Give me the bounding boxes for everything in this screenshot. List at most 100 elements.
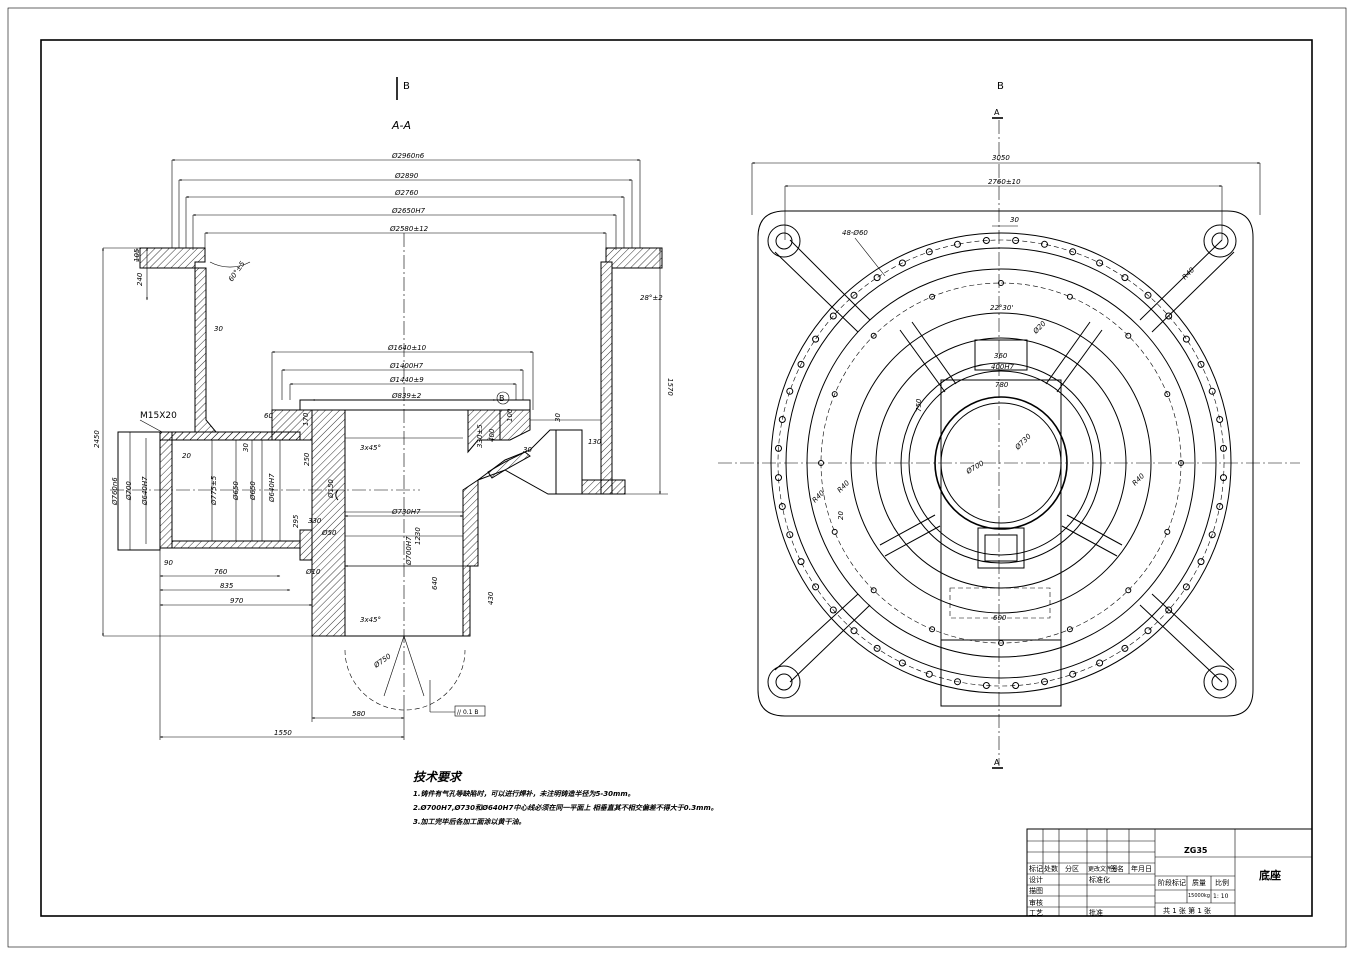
bolt-hole: [1096, 659, 1104, 667]
tb-approve: 批准: [1089, 909, 1103, 917]
tb-process: 工艺: [1029, 909, 1043, 917]
bolt-hole: [1144, 627, 1152, 635]
dim-ang1: 60°±5: [227, 259, 247, 283]
tb-row-label-4: 签名: [1110, 865, 1124, 873]
bolt-hole: [954, 240, 961, 248]
dim-d2650: Ø2650H7: [391, 207, 426, 215]
section-mark-a-bottom: A: [994, 758, 1000, 767]
inner-bolt-hole: [1066, 293, 1073, 300]
section-mark-a-top: A: [994, 108, 1000, 117]
inner-bolt-hole: [1164, 528, 1171, 535]
dim-d2960: Ø2960n6: [391, 152, 425, 160]
dim-w360: 360: [994, 352, 1008, 360]
note-2: 2.Ø700H7,Ø730和Ø640H7中心线必须在同一平面上 相垂直其不相交偏…: [413, 804, 718, 812]
bolt-hole: [898, 659, 906, 667]
dim-d20: Ø20: [1031, 319, 1048, 336]
bolt-hole: [1121, 274, 1129, 282]
tb-design: 设计: [1029, 876, 1043, 884]
dim-h400: 400: [488, 428, 496, 442]
bolt-hole: [778, 416, 786, 423]
dim-w780: 780: [995, 381, 1009, 389]
bolt-hole: [1165, 312, 1173, 320]
dim-d1640: Ø1640±10: [387, 344, 427, 352]
inner-bolt-hole: [1125, 332, 1132, 339]
inner-border: [40, 39, 1313, 917]
section-label: A-A: [391, 119, 411, 132]
bolt-hole: [982, 237, 990, 244]
tb-part-name: 底座: [1259, 869, 1281, 882]
dim-h295: 295: [292, 514, 300, 528]
bolt-hole: [1216, 503, 1224, 510]
dim-r40b: R40: [836, 479, 852, 495]
tb-mass-value: 15000kg: [1188, 893, 1210, 899]
inner-bolt-hole: [998, 640, 1004, 646]
dim-d640: Ø640H7: [141, 476, 149, 506]
dim-w835: 835: [220, 582, 234, 590]
bolt-hole: [1069, 670, 1077, 678]
dim-d700: Ø700H7: [405, 536, 413, 566]
tb-standard: 标准化: [1089, 876, 1110, 884]
dim-ang2: 28°±2: [640, 294, 663, 302]
dim-d150: Ø150: [327, 479, 335, 499]
technical-requirements: 技术要求 1.铸件有气孔等缺陷时，可以进行焊补，未注明铸造半径为5-30mm。 …: [413, 770, 718, 829]
tb-row-label-0: 标记: [1029, 865, 1043, 873]
dim-d700r: Ø700: [964, 459, 986, 476]
notes-title: 技术要求: [413, 770, 462, 784]
dim-w760: 760: [214, 568, 228, 576]
dim-w20: 20: [182, 452, 191, 460]
bolt-hole: [982, 682, 990, 689]
dim-w30r: 30: [1010, 216, 1019, 224]
bolt-hole: [1012, 237, 1020, 244]
dim-h100: 100: [506, 408, 514, 422]
dim-h1570: 1570: [666, 378, 674, 396]
dim-d775: Ø775±5: [210, 475, 218, 506]
bolt-hole: [1069, 248, 1077, 256]
dim-w1550: 1550: [274, 729, 292, 737]
dim-d2760: Ø2760: [394, 189, 419, 197]
note-1: 1.铸件有气孔等缺陷时，可以进行焊补，未注明铸造半径为5-30mm。: [413, 790, 635, 798]
dim-chamfer2: 3x45°: [360, 616, 381, 624]
dim-h2450: 2450: [93, 430, 101, 448]
dim-w2760: 2760±10: [988, 178, 1021, 186]
title-block: [1026, 828, 1313, 917]
dim-holes: 48-Ø60: [842, 229, 868, 237]
dim-r40d: R40: [1181, 266, 1197, 282]
inner-bolt-hole: [929, 626, 936, 633]
section-view-a-a: B A-A Ø2960n6 Ø2890 Ø2760 Ø2650H7 Ø2580±…: [93, 77, 674, 740]
inner-bolt-hole: [831, 391, 838, 398]
bolt-hole: [1182, 583, 1190, 591]
flatness-frame: // 0.1 B: [457, 709, 479, 716]
inner-bolt-hole: [870, 332, 877, 339]
dim-d10: Ø10: [305, 568, 321, 576]
inner-bolt-hole: [831, 528, 838, 535]
dim-w30b: 30: [242, 443, 250, 452]
dim-d2890: Ø2890: [394, 172, 419, 180]
bolt-hole: [850, 291, 858, 299]
bolt-hole: [812, 335, 820, 343]
dim-d839: Ø839±2: [391, 392, 422, 400]
bolt-hole: [1165, 606, 1173, 614]
dim-w970: 970: [230, 597, 244, 605]
dim-h250: 250: [303, 452, 311, 466]
thread-callout: M15X20: [140, 411, 177, 421]
dim-w580: 580: [352, 710, 366, 718]
dim-h430: 430: [487, 591, 495, 605]
inner-bolt-hole: [1125, 587, 1132, 594]
outer-border: [7, 7, 1347, 948]
dim-h640: 640: [431, 576, 439, 590]
section-mark-left: B: [403, 81, 410, 92]
bolt-hole: [850, 627, 858, 635]
bolt-hole: [797, 558, 805, 566]
dim-chamfer1: 3x45°: [360, 444, 381, 452]
bolt-hole: [898, 259, 906, 267]
bolt-hole: [829, 606, 837, 614]
bolt-hole: [1096, 259, 1104, 267]
dim-h105: 105: [133, 248, 141, 262]
bolt-hole: [812, 583, 820, 591]
dim-d730r: Ø730: [1013, 432, 1033, 452]
dim-w30: 30: [214, 325, 223, 333]
inner-bolt-hole: [870, 587, 877, 594]
bolt-hole: [786, 531, 794, 539]
dim-d50: Ø50: [321, 529, 337, 537]
